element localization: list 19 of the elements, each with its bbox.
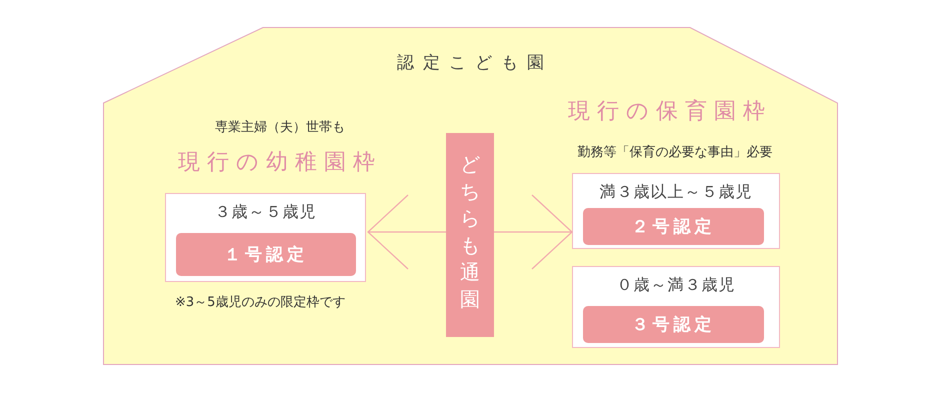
section-heading: 現行の幼稚園枠 xyxy=(177,149,383,177)
age-range: ０歳～満３歳児 xyxy=(616,275,736,296)
note-text: ※3～5歳児のみの限定枠です xyxy=(175,294,346,311)
chevron-arrow xyxy=(494,194,573,270)
certification-badge: ２号認定 xyxy=(583,208,764,245)
section-heading: 現行の保育園枠 xyxy=(567,98,773,126)
age-range: ３歳～５歳児 xyxy=(214,202,318,223)
note-text: 専業主婦（夫）世帯も xyxy=(214,119,346,136)
age-card xyxy=(572,266,780,348)
house-frame xyxy=(103,27,838,365)
note-text: 勤務等「保育の必要な事由」必要 xyxy=(576,144,774,161)
age-range: 満３歳以上～５歳児 xyxy=(598,182,754,203)
certification-badge: １号認定 xyxy=(176,233,356,276)
age-card xyxy=(572,173,780,249)
certification-badge: ３号認定 xyxy=(583,306,764,343)
title: 認定こども園 xyxy=(396,52,554,74)
chevron-arrow xyxy=(367,194,446,270)
attendance-band: どちらも通園 xyxy=(446,133,494,337)
age-card xyxy=(165,193,366,282)
